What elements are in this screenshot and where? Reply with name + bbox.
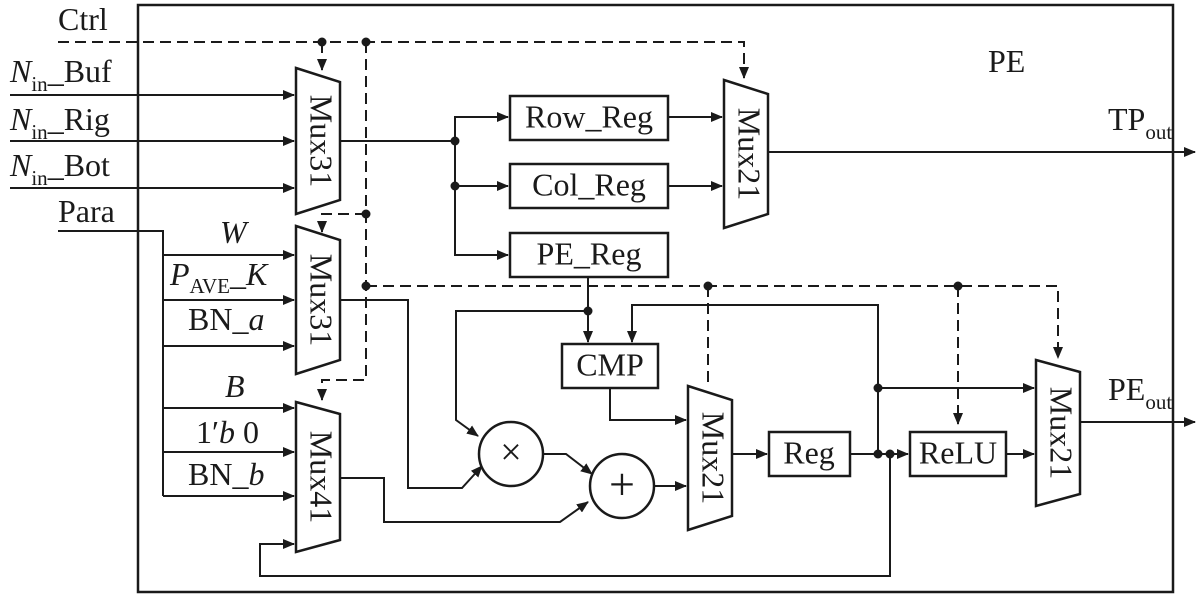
junction-dot [450,136,460,146]
w-label: W [220,214,250,250]
nin-rig-label: Nin_Rig [9,101,110,144]
junction-dot [583,306,593,316]
bn-b-label: BN_b [188,456,264,492]
mux21-top-label: Mux21 [732,108,768,200]
zero-label: 1′b 0 [196,414,259,450]
junction-dot [361,37,371,47]
mux21-mid: Mux21 [686,384,734,532]
relu-label: ReLU [919,434,997,470]
bn-a-label: BN_a [188,301,264,337]
relu-block: ReLU [908,430,1008,478]
wire-para-bus [58,230,164,496]
cmp-block: CMP [560,342,660,390]
ctrl-to-mux21-out [366,285,1063,359]
mux21-mid-label: Mux21 [696,412,732,504]
mux21-out: Mux21 [1034,358,1082,508]
para-label: Para [58,193,115,229]
junction-dot [873,449,883,459]
multiply-icon: × [500,432,521,474]
cmp-label: CMP [576,346,644,382]
wire-feedback-cmp [627,304,879,454]
row-reg-block: Row_Reg [508,94,670,142]
pe-reg-label: PE_Reg [537,235,642,271]
reg-block: Reg [767,430,852,478]
junction-dot [703,281,713,291]
wire-to-row-reg [454,112,509,141]
wire-to-pe-reg [454,141,509,260]
ctrl-spine [317,42,367,401]
pe-reg-block: PE_Reg [508,231,670,279]
adder-node: + [588,452,656,520]
junction-dot [885,449,895,459]
mux31-top: Mux31 [294,66,342,216]
b-label: B [225,368,245,404]
wire-mux41-out [340,477,589,523]
nin-buf-label: Nin_Buf [9,53,112,96]
wire-mux31-mid-out [340,299,483,489]
ctrl-label: Ctrl [58,1,108,37]
reg-label: Reg [783,434,835,470]
mux31-mid: Mux31 [294,224,342,376]
junction-dot [361,209,371,219]
wire-pe-reg-to-mult [455,310,588,437]
mux21-out-label: Mux21 [1044,387,1080,479]
mux41-label: Mux41 [304,431,340,523]
add-icon: + [609,459,635,510]
mux21-top: Mux21 [722,78,770,230]
junction-dot [873,383,883,393]
pe-out-label: PEout [1108,371,1172,414]
pe-title: PE [988,43,1025,79]
tp-out-label: TPout [1108,101,1172,144]
pave-k-label: PAVE_K [169,256,269,298]
junction-dot [317,37,327,47]
wire-cmp-to-mux21 [609,386,687,425]
junction-dot [953,281,963,291]
junction-dot [361,281,371,291]
wire-mult-to-add [543,453,593,475]
mux31-mid-label: Mux31 [304,254,340,346]
mux31-top-label: Mux31 [304,95,340,187]
wire-feedback-mux41 [259,454,891,577]
nin-bot-label: Nin_Bot [9,147,110,190]
ctrl-mux31-mid [317,213,366,233]
pe-boundary [136,3,1175,594]
row-reg-label: Row_Reg [525,98,653,134]
multiplier-node: × [477,420,545,488]
junction-dot [450,181,460,191]
col-reg-label: Col_Reg [532,166,646,202]
ctrl-main [58,41,749,79]
mux41: Mux41 [294,400,342,554]
col-reg-block: Col_Reg [508,162,670,210]
